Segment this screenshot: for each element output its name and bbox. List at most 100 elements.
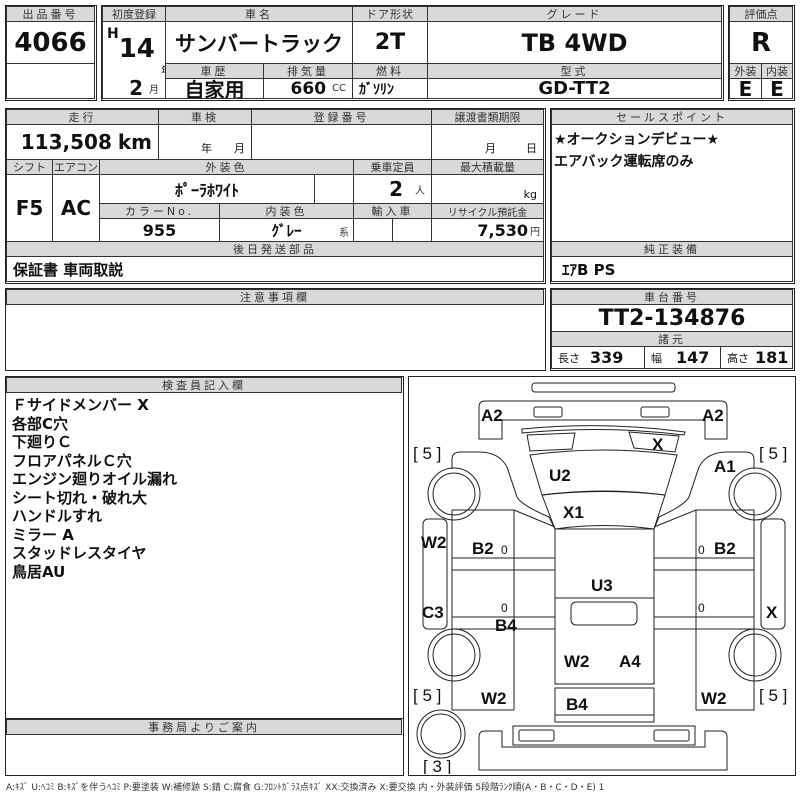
first-reg-label: 初度登録 [102,6,166,22]
year-unit: 年 [161,62,165,77]
interior-score: E [761,78,793,99]
office-label: 事務局よりご案内 [6,719,402,735]
window-right [628,431,680,453]
front-light-left [533,406,563,418]
tread-depth: [ 3 ] [423,757,451,774]
grade-value: TB 4WD [427,21,722,64]
damage-mark: A2 [702,406,724,425]
fender-left [451,451,556,530]
aircon-value: AC [52,174,100,242]
specs-label: 諸元 [551,331,793,347]
legend: A:ｷｽﾞ U:ﾍｺﾐ B:ｷｽﾞを伴うﾍｺﾐ P:要塗装 W:補修跡 S:錆 … [6,783,605,793]
inspector-line: ハンドルすれ [12,507,103,525]
import-value-1 [353,218,393,242]
rear-bumper [478,730,728,771]
inspector-line: 各部C穴 [12,414,69,433]
era: H [107,26,119,42]
score-box: 評価点 R 外装 内装 E E [728,5,795,101]
history-label: 車歴 [165,63,264,79]
damage-mark: B4 [495,616,517,635]
ext-color-extra [314,174,354,204]
damage-mark: 0 [698,543,705,557]
damage-mark: 0 [698,601,705,615]
office-box: 事務局よりご案内 [5,718,404,776]
damage-mark: X [652,435,664,454]
chassis-label: 車台番号 [551,289,793,305]
damage-mark: A2 [481,406,503,425]
model-code-label: 型式 [427,63,722,79]
fuel-value: ｶﾞｿﾘﾝ [352,78,428,99]
damage-mark: W2 [421,533,447,552]
car-name-label: 車名 [165,6,353,22]
later-parts-label: 後日発送部品 [6,241,544,257]
tail-light-left [518,729,555,742]
front-bar [531,382,676,393]
fuel-label: 燃料 [352,63,428,79]
wheel-rear-right [728,628,782,682]
int-color-value: ｸﾞﾚｰ系 [219,218,354,242]
tread-depth: [ 5 ] [413,444,441,463]
notes-box: 注意事項欄 [5,288,546,371]
wheel-front-right [728,467,782,521]
exterior-label: 外装 [729,63,762,79]
fender-right [653,451,755,530]
chassis-number: TT2-134876 [551,304,793,332]
spare-wheel [416,709,466,759]
vehicle-box: 初度登録 H 14 年 2月 車名 サンバートラック ドア形状 2T グレード … [101,5,724,101]
window-left [526,432,576,452]
damage-mark: 0 [501,543,508,557]
inspector-line: Ｆサイドメンバー X [12,396,149,414]
inspector-line: 鳥居AU [12,562,66,581]
lot-box: 出品番号 4066 [5,5,97,101]
damage-mark: X [766,603,778,622]
inspection-label: 車検 [158,109,252,125]
ext-color-value: ﾎﾟｰﾗﾎﾜｲﾄ [99,174,315,204]
score-label: 評価点 [729,6,793,22]
shift-value: F5 [6,174,53,242]
lot-empty [6,63,95,99]
damage-mark: A1 [714,457,736,476]
damage-mark: W2 [481,689,507,708]
displacement-label: 排気量 [263,63,353,79]
grade-label: グレード [427,6,722,22]
reg-number-value [251,124,432,160]
history-value: 自家用 [165,78,264,99]
sales-point-box: セールスポイント ★オークションデビュー★ エアバック運転席のみ 純正装備 ｴｱ… [550,108,795,284]
shift-label: シフト [6,159,53,175]
first-reg-year: H 14 年 [102,21,166,79]
max-load-value: kg [431,174,544,204]
inspector-line: シート切れ・破れ大 [12,488,148,507]
damage-mark: C3 [422,603,444,622]
recycle-label: リサイクル預託金 [431,203,544,219]
aircon-label: エアコン [52,159,100,175]
damage-mark: X1 [563,503,584,522]
import-value-2 [392,218,432,242]
door-label: ドア形状 [352,6,428,22]
later-parts-value: 保証書 車両取説 [6,256,544,282]
sales-point-label: セールスポイント [551,109,793,125]
front-light-right [640,406,670,418]
rear-panel [512,725,696,746]
side-skirt-right [760,518,786,630]
inspector-line: スタッドレスタイヤ [12,544,147,562]
inspector-line: ミラー A [12,525,74,544]
lot-number: 4066 [6,21,95,64]
mileage-label: 走行 [6,109,159,125]
damage-diagram: A2 A2 X A1 U2 X1 W2 B2 0 0 B2 U3 C3 0 0 … [408,376,796,776]
tread-depth: [ 5 ] [759,444,787,463]
damage-mark: B2 [714,539,736,558]
car-diagram-svg: A2 A2 X A1 U2 X1 W2 B2 0 0 B2 U3 C3 0 0 … [413,382,787,776]
tail-light-right [653,729,690,742]
damage-mark: W2 [564,652,590,671]
inspection-value: 年月 [158,124,252,160]
year: 14 [118,34,155,64]
